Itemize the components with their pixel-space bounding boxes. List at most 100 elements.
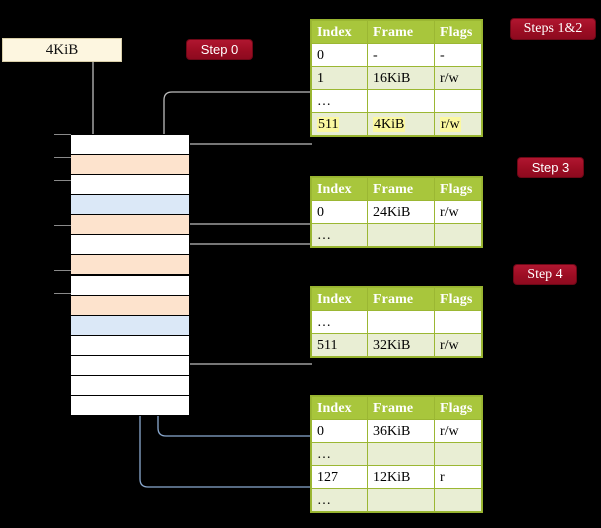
memory-row bbox=[70, 174, 190, 196]
memory-row bbox=[70, 294, 190, 316]
column-header-index: Index bbox=[311, 396, 368, 420]
table-cell-flags: r/w bbox=[434, 66, 482, 90]
table-cell-index: 127 bbox=[311, 465, 368, 489]
memory-row bbox=[70, 354, 190, 376]
column-header-flags: Flags bbox=[434, 20, 482, 44]
memory-row bbox=[70, 314, 190, 336]
column-header-frame: Frame bbox=[367, 287, 435, 311]
step-badge-label: Steps 1&2 bbox=[523, 21, 583, 36]
column-header-frame: Frame bbox=[367, 20, 435, 44]
step-badge-step-3: Step 3 bbox=[518, 158, 583, 177]
table-cell-frame: 16KiB bbox=[367, 66, 435, 90]
step-badge-step-4: Step 4 bbox=[514, 265, 576, 284]
table-cell-index: … bbox=[311, 223, 368, 247]
wire-step3 bbox=[175, 223, 312, 257]
table-cell-flags bbox=[434, 223, 482, 247]
step-badge-steps-1-2: Steps 1&2 bbox=[511, 19, 595, 39]
table-cell-index: … bbox=[311, 442, 368, 466]
column-header-flags: Flags bbox=[434, 396, 482, 420]
memory-tick bbox=[54, 293, 71, 294]
table-cell-flags: - bbox=[434, 43, 482, 67]
step-badge-label: Step 0 bbox=[200, 42, 239, 57]
table-cell-flags bbox=[434, 89, 482, 113]
source-frame-box: 4KiB bbox=[2, 38, 122, 62]
memory-row bbox=[70, 254, 190, 276]
table-cell-frame: 12KiB bbox=[367, 465, 435, 489]
table-row: … bbox=[311, 488, 482, 512]
table-cell-flags: r bbox=[434, 465, 482, 489]
wire-step4 bbox=[175, 320, 312, 365]
memory-row bbox=[70, 134, 190, 156]
table-row: 0-- bbox=[311, 43, 482, 67]
column-header-flags: Flags bbox=[434, 287, 482, 311]
table-cell-index: 511 bbox=[311, 333, 368, 357]
table-cell-flags bbox=[434, 442, 482, 466]
table-cell-index: 511 bbox=[311, 112, 368, 136]
memory-row bbox=[70, 214, 190, 236]
table-cell-frame bbox=[367, 310, 435, 334]
table-cell-flags bbox=[434, 488, 482, 512]
table-cell-index: 1 bbox=[311, 66, 368, 90]
memory-row bbox=[70, 194, 190, 216]
table-cell-index: 0 bbox=[311, 200, 368, 224]
source-frame-label: 4KiB bbox=[45, 42, 79, 58]
table-cell-flags: r/w bbox=[434, 200, 482, 224]
table-cell-index: 0 bbox=[311, 419, 368, 443]
column-header-frame: Frame bbox=[367, 396, 435, 420]
physical-memory-column bbox=[70, 134, 190, 416]
table-cell-frame: - bbox=[367, 43, 435, 67]
memory-tick bbox=[54, 157, 71, 158]
wire-steps12-b bbox=[172, 143, 312, 219]
wire-step3-b bbox=[175, 243, 312, 301]
step-badge-label: Step 4 bbox=[527, 267, 563, 282]
table-cell-frame: 24KiB bbox=[367, 200, 435, 224]
memory-row bbox=[70, 374, 190, 396]
table-cell-frame bbox=[367, 488, 435, 512]
memory-row bbox=[70, 154, 190, 176]
table-cell-flags: r/w bbox=[434, 419, 482, 443]
memory-row bbox=[70, 234, 190, 256]
memory-tick bbox=[54, 134, 71, 135]
table-row: … bbox=[311, 442, 482, 466]
table-row: … bbox=[311, 223, 482, 247]
step-badge-step-0: Step 0 bbox=[187, 40, 252, 59]
column-header-index: Index bbox=[311, 287, 368, 311]
table-cell-frame bbox=[367, 89, 435, 113]
memory-row bbox=[70, 334, 190, 356]
column-header-flags: Flags bbox=[434, 177, 482, 201]
column-header-frame: Frame bbox=[367, 177, 435, 201]
table-row: … bbox=[311, 310, 482, 334]
memory-tick bbox=[54, 225, 71, 226]
table-row: … bbox=[311, 89, 482, 113]
table-cell-index: 0 bbox=[311, 43, 368, 67]
step-badge-label: Step 3 bbox=[531, 160, 570, 175]
memory-row bbox=[70, 394, 190, 416]
column-header-index: Index bbox=[311, 20, 368, 44]
table-cell-frame: 36KiB bbox=[367, 419, 435, 443]
memory-row bbox=[70, 274, 190, 296]
memory-tick bbox=[54, 180, 71, 181]
table-cell-index: … bbox=[311, 488, 368, 512]
table-cell-flags bbox=[434, 310, 482, 334]
table-cell-frame: 4KiB bbox=[367, 112, 435, 136]
table-cell-frame: 32KiB bbox=[367, 333, 435, 357]
table-cell-flags: r/w bbox=[434, 112, 482, 136]
table-cell-flags: r/w bbox=[434, 333, 482, 357]
table-cell-index: … bbox=[311, 89, 368, 113]
table-cell-frame bbox=[367, 223, 435, 247]
